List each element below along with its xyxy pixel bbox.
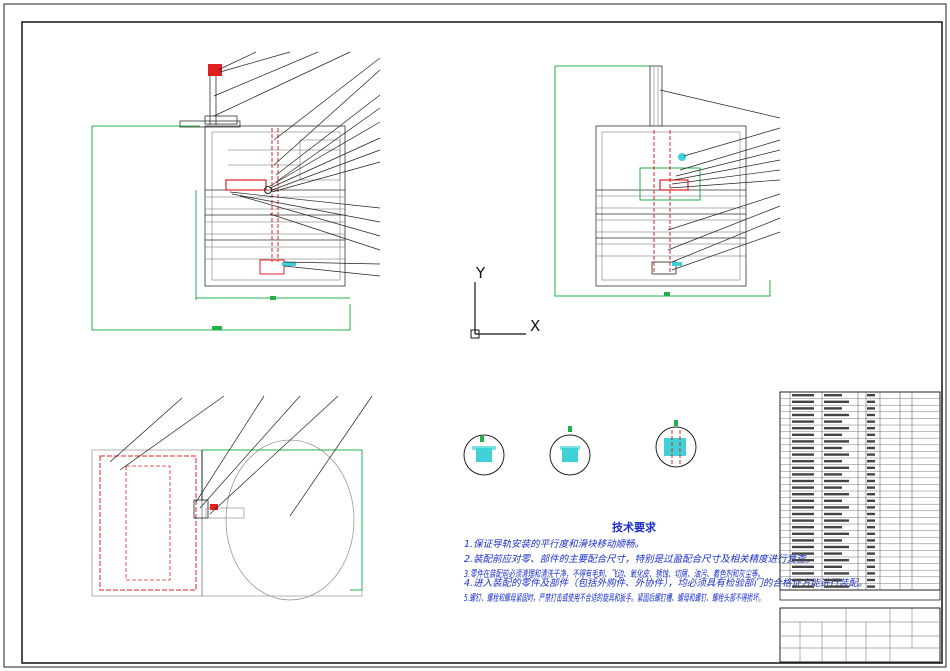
detail-views (463, 420, 697, 476)
axis-y-label: Y (475, 264, 486, 282)
parts-list-table (779, 391, 941, 601)
front-view (91, 51, 381, 331)
axis-x-label: X (530, 317, 540, 335)
tech-requirement-item: 5.螺钉、螺栓和螺母紧固时，严禁打击或使用不合适的旋具和扳手。紧固后螺钉槽、螺母… (464, 592, 764, 604)
tech-requirement-item: 2.装配前应对零、部件的主要配合尺寸，特别是过盈配合尺寸及相关精度进行复查。 (464, 553, 815, 565)
tech-requirements-title: 技术要求 (612, 520, 657, 534)
side-view (554, 65, 781, 297)
outer-frame (3, 3, 947, 668)
tech-requirement-item: 3.零件在装配前必须清理和清洗干净，不得有毛刺、飞边、氧化皮、锈蚀、切屑、油污、… (464, 568, 764, 580)
coordinate-axes (470, 282, 526, 339)
tech-requirement-item: 4.进入装配的零件及部件（包括外购件、外协件），均必须具有检验部门的合格证方能进… (464, 577, 867, 589)
plan-view (91, 395, 373, 601)
title-block (779, 607, 941, 663)
tech-requirement-item: 1.保证导轨安装的平行度和滑块移动顺畅。 (464, 538, 644, 550)
inner-frame (21, 21, 943, 664)
